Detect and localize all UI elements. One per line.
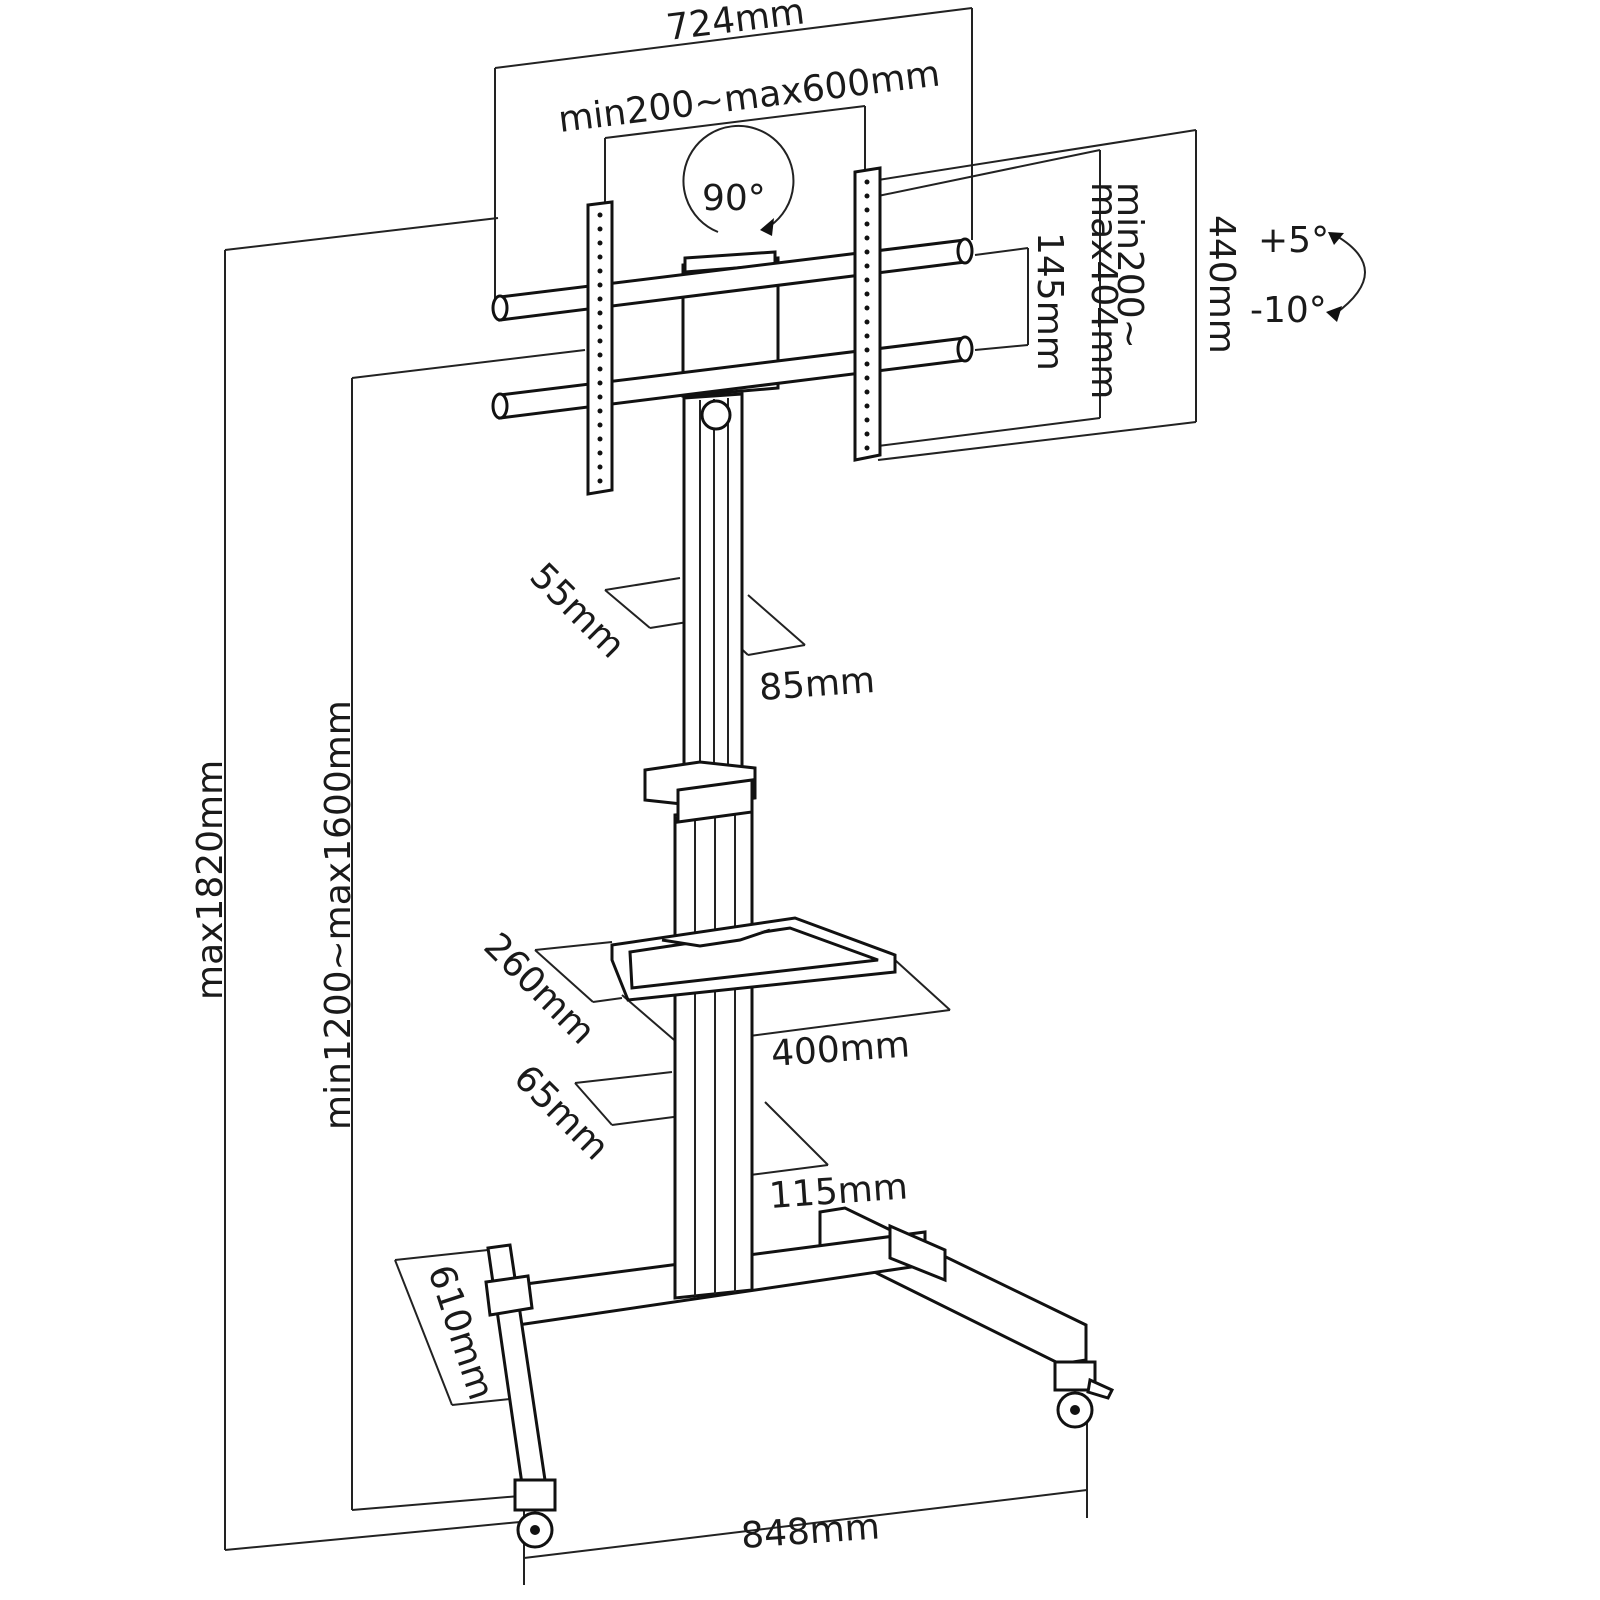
mounting-hole (597, 408, 603, 414)
mounting-hole (597, 240, 603, 246)
mounting-hole (597, 464, 603, 470)
mounting-hole (864, 263, 870, 269)
label-arm-spacing: 145mm (1029, 232, 1070, 371)
mounting-hole (864, 277, 870, 283)
label-upper-pole-width: 85mm (758, 660, 877, 709)
mounting-hole (864, 389, 870, 395)
mounting-hole (864, 445, 870, 451)
mounting-hole (597, 268, 603, 274)
caster-front-right-icon (1053, 1360, 1115, 1429)
base-frame (484, 1206, 1088, 1486)
mounting-hole (597, 296, 603, 302)
label-lower-pole-width: 115mm (768, 1166, 909, 1217)
mounting-hole (864, 179, 870, 185)
label-vesa-height-2: max404mm (1083, 182, 1124, 399)
label-upper-pole-depth: 55mm (522, 555, 633, 666)
mounting-hole (864, 333, 870, 339)
mounting-hole (864, 305, 870, 311)
mounting-hole (864, 361, 870, 367)
label-bracket-height: 440mm (1201, 215, 1242, 354)
column (643, 392, 757, 1300)
label-base-width: 848mm (740, 1506, 881, 1557)
mounting-hole (864, 193, 870, 199)
mounting-hole (864, 249, 870, 255)
mounting-hole (597, 254, 603, 260)
dimension-lines (224, 7, 1197, 1585)
mounting-hole (597, 450, 603, 456)
label-lower-pole-depth: 65mm (506, 1057, 617, 1168)
mounting-hole (864, 417, 870, 423)
mounting-hole (864, 235, 870, 241)
tilt-arrow-icon (1326, 232, 1366, 322)
label-tilt-down: -10° (1250, 290, 1327, 331)
mounting-hole (597, 422, 603, 428)
mounting-hole (864, 431, 870, 437)
label-rotation: 90° (702, 178, 766, 219)
mounting-hole (864, 319, 870, 325)
mounting-hole (597, 394, 603, 400)
mounting-hole (864, 207, 870, 213)
mounting-hole (597, 310, 603, 316)
mounting-hole (864, 403, 870, 409)
mounting-hole (597, 478, 603, 484)
mounting-hole (597, 436, 603, 442)
label-height-range: min1200~max1600mm (318, 700, 359, 1130)
vesa-bar-right (853, 166, 882, 462)
mounting-hole (597, 324, 603, 330)
mounting-hole (597, 212, 603, 218)
label-tilt-up: +5° (1258, 220, 1329, 261)
caster-front-left-icon (513, 1478, 557, 1549)
mounting-hole (597, 282, 603, 288)
mounting-hole (597, 226, 603, 232)
mounting-hole (864, 375, 870, 381)
label-max-height: max1820mm (190, 760, 231, 1000)
mounting-hole (864, 291, 870, 297)
horizontal-arms (491, 237, 974, 420)
mounting-hole (864, 347, 870, 353)
mounting-hole (597, 366, 603, 372)
label-overall-width: 724mm (664, 0, 807, 49)
mounting-hole (864, 221, 870, 227)
shelf (610, 916, 897, 1002)
rotation-arrow-icon (682, 124, 795, 236)
mounting-hole (597, 338, 603, 344)
label-shelf-width: 400mm (770, 1024, 911, 1075)
vesa-bar-left (586, 200, 614, 496)
mounting-hole (597, 380, 603, 386)
label-vesa-height-1: min200~ (1109, 182, 1150, 349)
mounting-hole (597, 352, 603, 358)
